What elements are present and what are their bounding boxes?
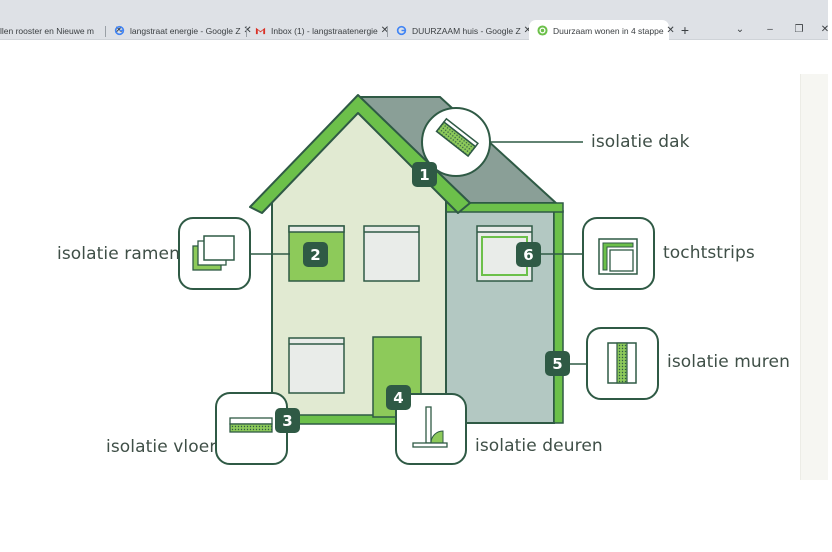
label-draught-strips: tochtstrips bbox=[663, 243, 755, 263]
close-window-button[interactable]: ✕ bbox=[820, 24, 830, 35]
house-insulation-infographic: 1 2 3 4 5 6 bbox=[178, 94, 659, 465]
step-badge-2: 2 bbox=[303, 242, 328, 267]
tab-duurzaam-wonen[interactable]: Duurzaam wonen in 4 stappe ✕ bbox=[529, 20, 675, 41]
draught-strip-icon bbox=[582, 217, 655, 290]
site-icon bbox=[537, 25, 548, 36]
tab-google-langstraat[interactable]: langstraat energie - Google Z ✕ bbox=[106, 21, 252, 40]
browser-tab-strip: llen rooster en Nieuwe m ✕ langstraat en… bbox=[0, 0, 829, 41]
tab-rooster[interactable]: llen rooster en Nieuwe m ✕ bbox=[0, 21, 130, 40]
restore-button[interactable]: ❐ bbox=[794, 24, 804, 35]
wall-insulation-icon bbox=[586, 327, 659, 400]
step-number: 1 bbox=[419, 166, 429, 184]
step-badge-6: 6 bbox=[516, 242, 541, 267]
window-bottom-left bbox=[288, 337, 345, 394]
window-insulation-icon bbox=[178, 217, 251, 290]
new-tab-button[interactable]: + bbox=[680, 22, 690, 38]
step-badge-4: 4 bbox=[386, 385, 411, 410]
tab-close-icon[interactable]: ✕ bbox=[380, 25, 389, 36]
label-wall-insulation: isolatie muren bbox=[667, 352, 790, 372]
step-badge-5: 5 bbox=[545, 351, 570, 376]
tab-title: Inbox (1) - langstraatenergie bbox=[271, 25, 378, 36]
tab-google-duurzaam[interactable]: DUURZAAM huis - Google Z ✕ bbox=[388, 21, 532, 40]
step-number: 4 bbox=[393, 389, 403, 407]
tab-close-icon[interactable]: ✕ bbox=[666, 25, 675, 36]
window-top-middle bbox=[363, 225, 420, 282]
label-door-insulation: isolatie deuren bbox=[475, 436, 603, 456]
tab-close-icon[interactable]: ✕ bbox=[523, 25, 532, 36]
label-roof-insulation: isolatie dak bbox=[591, 132, 690, 152]
connector-lines bbox=[250, 141, 587, 365]
gmail-icon bbox=[255, 27, 266, 35]
step-number: 2 bbox=[310, 246, 320, 264]
side-panel bbox=[800, 74, 828, 480]
google-icon bbox=[114, 25, 125, 36]
tab-search-button[interactable]: ⌄ bbox=[735, 24, 745, 35]
minimize-button[interactable]: – bbox=[767, 24, 773, 35]
floor-insulation-icon bbox=[215, 392, 288, 465]
step-badge-3: 3 bbox=[275, 408, 300, 433]
tab-gmail-inbox[interactable]: Inbox (1) - langstraatenergie ✕ bbox=[247, 21, 389, 40]
step-number: 3 bbox=[282, 412, 292, 430]
tab-title: DUURZAAM huis - Google Z bbox=[412, 25, 521, 36]
door-insulation-icon bbox=[395, 393, 467, 465]
tab-title: langstraat energie - Google Z bbox=[130, 25, 241, 36]
tab-title: llen rooster en Nieuwe m bbox=[0, 25, 95, 36]
label-floor-insulation: isolatie vloer bbox=[106, 437, 217, 457]
label-window-insulation: isolatie ramen bbox=[57, 244, 180, 264]
tab-close-icon[interactable]: ✕ bbox=[114, 25, 124, 36]
google-icon bbox=[396, 25, 407, 36]
roof-insulation-icon bbox=[421, 107, 491, 177]
tab-title: Duurzaam wonen in 4 stappe bbox=[553, 25, 664, 36]
tab-close-icon[interactable]: ✕ bbox=[243, 25, 252, 36]
step-number: 5 bbox=[552, 355, 562, 373]
step-badge-1: 1 bbox=[412, 162, 437, 187]
step-number: 6 bbox=[523, 246, 533, 264]
